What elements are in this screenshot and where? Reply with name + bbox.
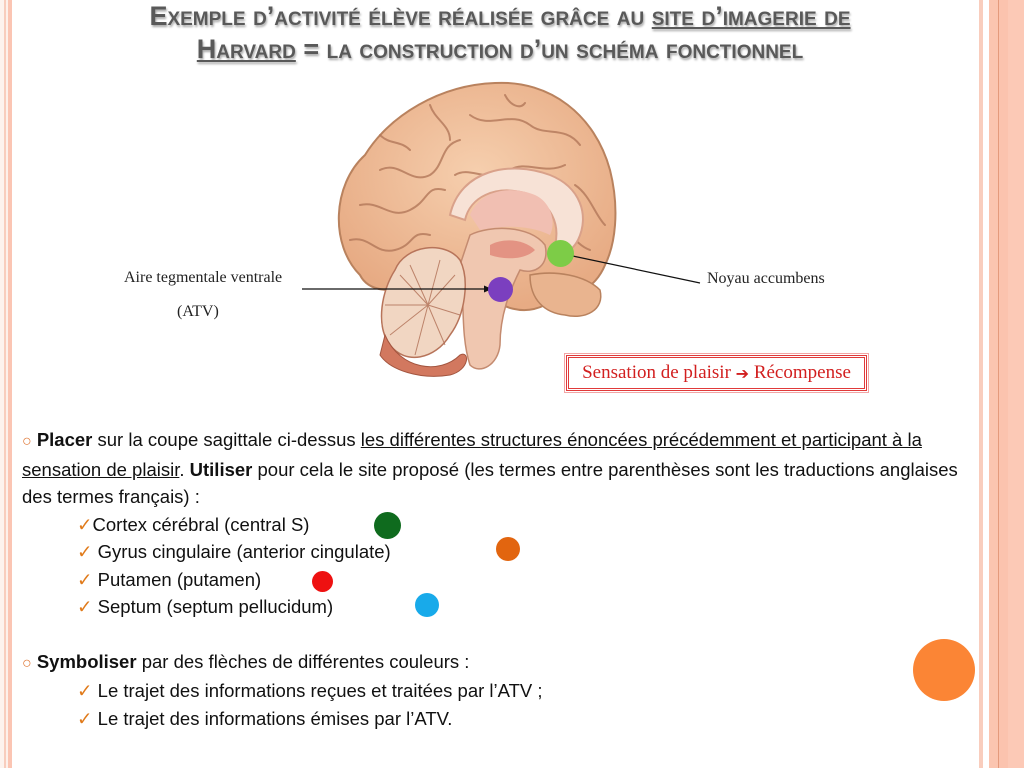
- bullet-circle-icon: ○: [22, 654, 32, 672]
- decorative-orange-circle: [913, 639, 975, 701]
- atv-label: Aire tegmentale ventrale: [124, 269, 283, 286]
- instruction-symboliser: ○ Symboliser par des flèches de différen…: [22, 648, 962, 678]
- structure-label: Cortex cérébral (central S): [92, 513, 310, 535]
- right-border-stripe: [983, 0, 989, 768]
- atv-marker: [488, 277, 513, 302]
- check-icon: ✓: [77, 596, 93, 617]
- septum-color-dot: [415, 593, 439, 617]
- harvard-link[interactable]: Harvard: [196, 34, 296, 64]
- list-item: ✓ Gyrus cingulaire (anterior cingulate): [77, 538, 962, 566]
- utiliser-keyword: Utiliser: [189, 458, 253, 480]
- putamen-color-dot: [312, 571, 333, 592]
- atv-abbrev-label: (ATV): [177, 303, 219, 320]
- left-border-stripe: [6, 0, 8, 768]
- placer-keyword: Placer: [36, 429, 93, 450]
- check-icon: ✓: [77, 513, 93, 535]
- instruction-text: sur la coupe sagittale ci-dessus: [92, 429, 361, 450]
- instruction-text: pour cela le site proposé (les termes en…: [22, 458, 958, 508]
- paths-list: ✓ Le trajet des informations reçues et t…: [22, 677, 962, 732]
- accumbens-marker: [547, 240, 574, 267]
- symboliser-keyword: Symboliser: [36, 650, 137, 672]
- pleasure-reward-box: Sensation de plaisir ➔ Récompense: [564, 353, 869, 393]
- list-item: ✓ Le trajet des informations reçues et t…: [77, 677, 962, 705]
- harvard-site-link[interactable]: site d’imagerie de: [651, 1, 851, 31]
- structure-label: Putamen (putamen): [92, 568, 262, 590]
- title-text: = la construction d’un schéma fonctionne…: [295, 34, 804, 64]
- instruction-text: .: [179, 458, 190, 480]
- list-item: ✓ Septum (septum pellucidum): [77, 593, 962, 621]
- left-border-stripe: [4, 0, 6, 768]
- cingulate-color-dot: [496, 537, 520, 561]
- left-border-stripe: [0, 0, 4, 768]
- path-label: Le trajet des informations émises par l’…: [92, 707, 453, 729]
- right-border-stripe: [998, 0, 999, 768]
- title-text: Exemple d’activité élève réalisée grâce …: [149, 1, 652, 31]
- list-item: ✓ Putamen (putamen): [77, 566, 962, 594]
- atv-pointer-arrow: [302, 251, 701, 293]
- structures-list: ✓Cortex cérébral (central S) ✓ Gyrus cin…: [22, 511, 962, 621]
- structure-label: Septum (septum pellucidum): [92, 596, 334, 617]
- list-item: ✓Cortex cérébral (central S): [77, 511, 962, 539]
- bullet-circle-icon: ○: [22, 433, 32, 450]
- accumbens-label: Noyau accumbens: [707, 270, 825, 287]
- slide-title: Exemple d’activité élève réalisée grâce …: [60, 0, 940, 66]
- check-icon: ✓: [77, 568, 93, 590]
- pleasure-text: Sensation de plaisir: [582, 362, 731, 383]
- arrow-icon: ➔: [735, 363, 750, 383]
- check-icon: ✓: [77, 541, 93, 562]
- structures-underlined: les différentes structures énoncées préc…: [22, 429, 922, 480]
- right-border-stripe: [989, 0, 998, 768]
- reward-text: Récompense: [753, 362, 851, 383]
- right-border-stripe: [979, 0, 983, 768]
- right-border-stripe: [999, 0, 1008, 768]
- check-icon: ✓: [77, 680, 93, 701]
- path-label: Le trajet des informations reçues et tra…: [92, 680, 543, 701]
- cortex-color-dot: [374, 512, 401, 539]
- instruction-placer: ○ Placer sur la coupe sagittale ci-dessu…: [22, 426, 962, 511]
- instruction-text: par des flèches de différentes couleurs …: [136, 650, 470, 672]
- check-icon: ✓: [77, 707, 93, 729]
- list-item: ✓ Le trajet des informations émises par …: [77, 705, 962, 733]
- left-border-stripe: [8, 0, 12, 768]
- instructions: ○ Placer sur la coupe sagittale ci-dessu…: [22, 426, 962, 732]
- structure-label: Gyrus cingulaire (anterior cingulate): [92, 541, 391, 562]
- right-border-stripe: [1008, 0, 1024, 768]
- brain-sagittal-illustration: [337, 81, 617, 377]
